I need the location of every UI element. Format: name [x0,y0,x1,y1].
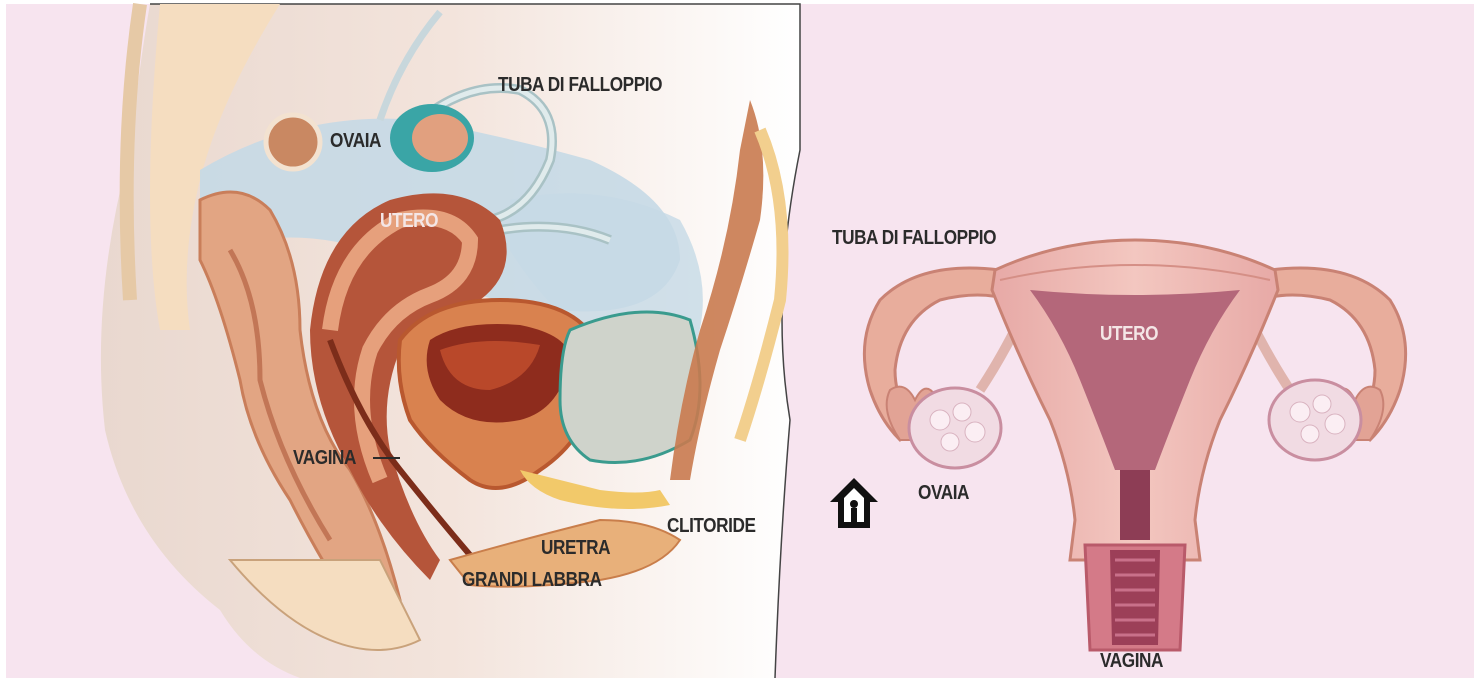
side-label-vagina: VAGINA [293,447,356,470]
side-label-tuba: TUBA DI FALLOPPIO [498,74,662,97]
left-ovary [909,388,1001,468]
front-label-ovaia: OVAIA [918,482,969,505]
front-label-tuba: TUBA DI FALLOPPIO [832,227,996,250]
side-label-clitoride: CLITORIDE [667,515,756,538]
side-label-grandi-labbra: GRANDI LABBRA [462,569,602,592]
side-label-uretra: URETRA [541,537,610,560]
right-ovary [1269,380,1361,460]
side-label-utero: UTERO [380,210,438,233]
side-view-illustration [101,4,800,678]
front-label-vagina: VAGINA [1100,650,1163,673]
home-icon[interactable] [826,474,882,532]
side-label-ovaia: OVAIA [330,130,381,153]
front-label-utero: UTERO [1100,323,1158,346]
